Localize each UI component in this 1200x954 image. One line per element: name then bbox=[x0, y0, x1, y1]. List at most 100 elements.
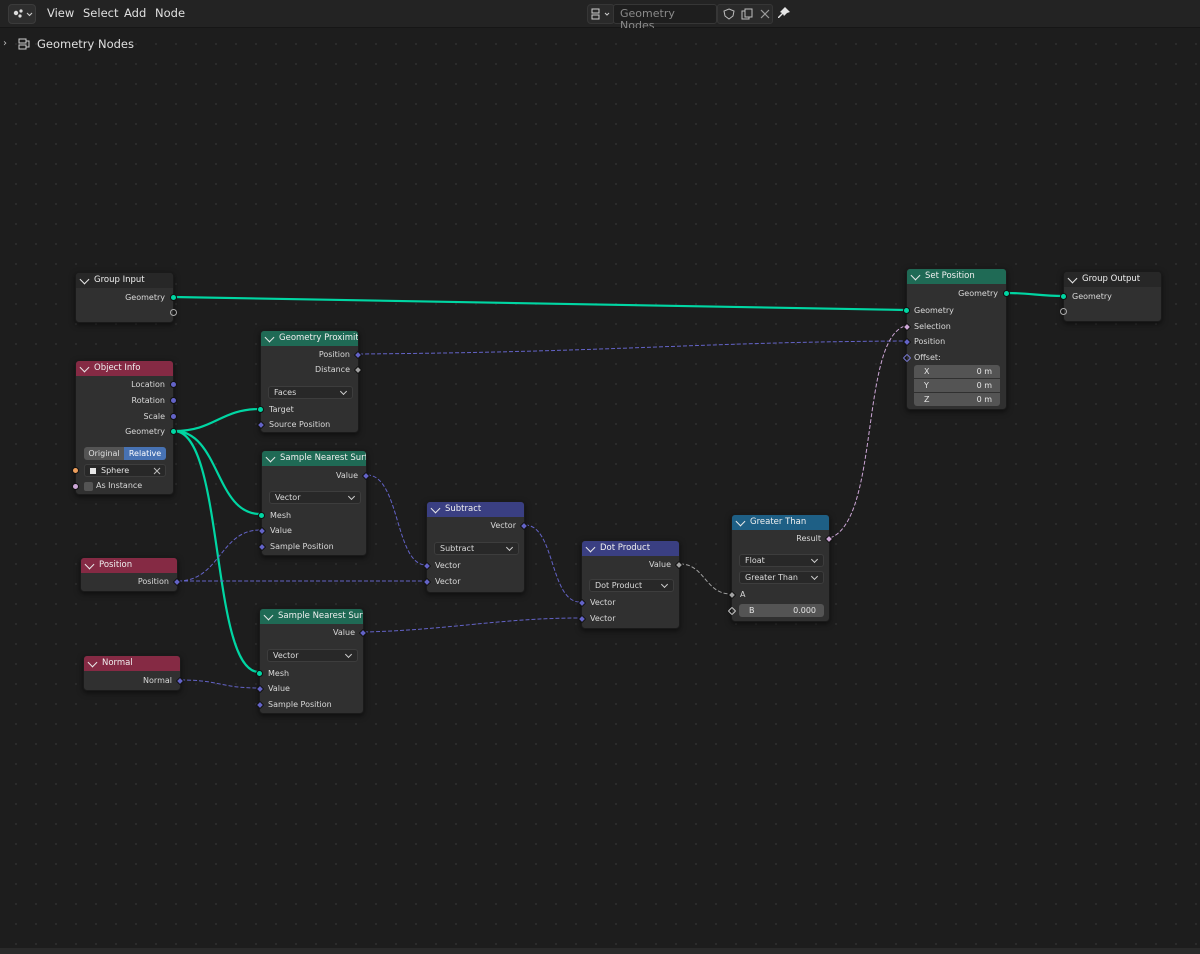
input-socket-geometry[interactable] bbox=[1060, 293, 1067, 300]
chevron-down-icon bbox=[810, 572, 819, 581]
target-element-dropdown[interactable]: Faces bbox=[268, 386, 353, 399]
node-header[interactable]: Group Output bbox=[1064, 272, 1161, 287]
input-socket-geometry[interactable] bbox=[903, 307, 910, 314]
node-header[interactable]: Normal bbox=[84, 656, 180, 671]
operation-dropdown[interactable]: Dot Product bbox=[589, 579, 674, 592]
socket-label-rotation: Rotation bbox=[131, 396, 165, 405]
node-group-input[interactable]: Group Input Geometry bbox=[75, 272, 177, 323]
node-sample-nearest-surface-1[interactable]: Sample Nearest Surface Value Vector Mesh… bbox=[257, 450, 371, 556]
object-field[interactable]: Sphere bbox=[84, 464, 166, 477]
node-set-position[interactable]: Set Position Geometry Geometry Selection… bbox=[902, 268, 1010, 410]
transform-space-original-button[interactable]: Original bbox=[84, 447, 124, 460]
collapse-chevron-icon[interactable] bbox=[84, 559, 95, 570]
socket-label-mesh: Mesh bbox=[268, 669, 290, 678]
collapse-chevron-icon[interactable] bbox=[263, 610, 274, 621]
output-socket-geometry[interactable] bbox=[1003, 290, 1010, 297]
socket-label-value: Value bbox=[333, 628, 355, 637]
data-type-dropdown[interactable]: Vector bbox=[269, 491, 361, 504]
as-instance-label: As Instance bbox=[96, 481, 143, 490]
x-value: 0 m bbox=[976, 367, 992, 376]
data-type-dropdown[interactable]: Vector bbox=[267, 649, 358, 662]
node-header[interactable]: Group Input bbox=[76, 273, 173, 288]
offset-x-field[interactable]: X 0 m bbox=[914, 365, 1000, 378]
menu-add[interactable]: Add bbox=[124, 6, 147, 20]
input-socket-mesh[interactable] bbox=[256, 670, 263, 677]
close-icon[interactable] bbox=[758, 7, 772, 21]
node-header[interactable]: Sample Nearest Surface bbox=[260, 609, 363, 624]
socket-label-sample-position: Sample Position bbox=[268, 700, 332, 709]
output-socket-scale[interactable] bbox=[170, 413, 177, 420]
input-socket-as-instance[interactable] bbox=[72, 483, 79, 490]
node-position[interactable]: Position Position bbox=[80, 557, 182, 592]
chevron-down-icon bbox=[347, 492, 356, 501]
node-tree-actions bbox=[717, 4, 773, 24]
sidebar-expand-arrow[interactable]: › bbox=[3, 38, 7, 49]
editor-type-button[interactable] bbox=[8, 4, 36, 24]
collapse-chevron-icon[interactable] bbox=[79, 362, 90, 373]
collapse-chevron-icon[interactable] bbox=[79, 274, 90, 285]
node-tree-name-field[interactable]: Geometry Nodes bbox=[613, 4, 717, 32]
collapse-chevron-icon[interactable] bbox=[265, 452, 276, 463]
as-instance-checkbox[interactable] bbox=[84, 482, 93, 491]
operation-dropdown[interactable]: Subtract bbox=[434, 542, 519, 555]
node-header[interactable]: Position bbox=[81, 558, 177, 573]
data-type-dropdown[interactable]: Float bbox=[739, 554, 824, 567]
output-socket-geometry[interactable] bbox=[170, 428, 177, 435]
dropdown-value: Faces bbox=[274, 388, 297, 397]
menu-view[interactable]: View bbox=[47, 6, 75, 20]
collapse-chevron-icon[interactable] bbox=[430, 503, 441, 514]
b-value-field[interactable]: B 0.000 bbox=[739, 604, 824, 617]
node-group-output[interactable]: Group Output Geometry bbox=[1060, 271, 1162, 322]
node-editor-canvas[interactable] bbox=[0, 28, 1200, 948]
node-header[interactable]: Dot Product bbox=[582, 541, 679, 556]
node-header[interactable]: Set Position bbox=[907, 269, 1006, 284]
operation-dropdown[interactable]: Greater Than bbox=[739, 571, 824, 584]
chevron-down-icon bbox=[344, 650, 353, 659]
input-socket-empty[interactable] bbox=[1060, 308, 1067, 315]
socket-label-mesh: Mesh bbox=[270, 511, 292, 520]
node-object-info[interactable]: Object Info Location Rotation Scale Geom… bbox=[72, 360, 177, 495]
socket-label-value: Value bbox=[268, 684, 290, 693]
node-header[interactable]: Subtract bbox=[427, 502, 524, 517]
menu-node[interactable]: Node bbox=[155, 6, 186, 20]
input-socket-target[interactable] bbox=[257, 406, 264, 413]
node-greater-than[interactable]: Greater Than Result Float Greater Than A… bbox=[727, 514, 834, 622]
collapse-chevron-icon[interactable] bbox=[264, 332, 275, 343]
pin-icon[interactable] bbox=[776, 5, 792, 21]
offset-z-field[interactable]: Z 0 m bbox=[914, 393, 1000, 406]
socket-label-position: Position bbox=[914, 337, 946, 346]
collapse-chevron-icon[interactable] bbox=[87, 657, 98, 668]
collapse-chevron-icon[interactable] bbox=[585, 542, 596, 553]
collapse-chevron-icon[interactable] bbox=[910, 270, 921, 281]
socket-label-target: Target bbox=[269, 405, 294, 414]
node-header[interactable]: Object Info bbox=[76, 361, 173, 376]
socket-label-offset: Offset: bbox=[914, 353, 941, 362]
collapse-chevron-icon[interactable] bbox=[735, 516, 746, 527]
output-socket-location[interactable] bbox=[170, 381, 177, 388]
socket-label-geometry: Geometry bbox=[125, 293, 165, 302]
menu-select[interactable]: Select bbox=[83, 6, 119, 20]
node-geometry-proximity[interactable]: Geometry Proximity Position Distance Fac… bbox=[256, 330, 363, 433]
input-socket-mesh[interactable] bbox=[258, 512, 265, 519]
clear-icon[interactable] bbox=[153, 467, 161, 475]
node-header[interactable]: Geometry Proximity bbox=[261, 331, 358, 346]
socket-label-scale: Scale bbox=[143, 412, 165, 421]
node-header[interactable]: Sample Nearest Surface bbox=[262, 451, 366, 466]
input-socket-object[interactable] bbox=[72, 467, 79, 474]
y-label: Y bbox=[924, 381, 929, 390]
output-socket-geometry[interactable] bbox=[170, 294, 177, 301]
node-title: Object Info bbox=[94, 363, 141, 373]
node-dot-product[interactable]: Dot Product Value Dot Product Vector Vec… bbox=[577, 540, 684, 629]
node-subtract[interactable]: Subtract Vector Subtract Vector Vector bbox=[422, 501, 529, 593]
node-header[interactable]: Greater Than bbox=[732, 515, 829, 530]
duplicate-icon[interactable] bbox=[740, 7, 754, 21]
node-tree-browse-button[interactable] bbox=[587, 4, 615, 24]
output-socket-rotation[interactable] bbox=[170, 397, 177, 404]
node-sample-nearest-surface-2[interactable]: Sample Nearest Surface Value Vector Mesh… bbox=[255, 608, 368, 714]
transform-space-relative-button[interactable]: Relative bbox=[124, 447, 166, 460]
output-socket-empty[interactable] bbox=[170, 309, 177, 316]
fake-user-shield-icon[interactable] bbox=[722, 7, 736, 21]
collapse-chevron-icon[interactable] bbox=[1067, 273, 1078, 284]
offset-y-field[interactable]: Y 0 m bbox=[914, 379, 1000, 392]
node-normal[interactable]: Normal Normal bbox=[83, 655, 185, 691]
